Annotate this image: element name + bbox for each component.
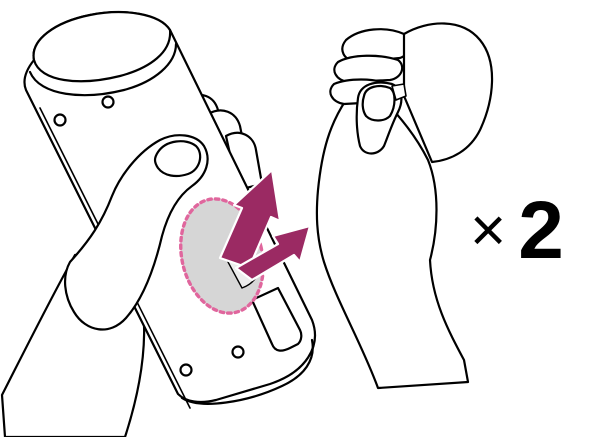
repeat-count: 2 xyxy=(518,190,564,272)
speaker-hole-2 xyxy=(103,97,114,108)
repeat-multiplier: × 2 xyxy=(470,186,564,276)
front-thumbnail xyxy=(155,141,200,176)
multiplier-symbol: × xyxy=(470,200,506,262)
pinching-thumbnail xyxy=(363,86,395,120)
speaker-hole-3 xyxy=(181,365,192,376)
speaker-hole-1 xyxy=(55,115,66,126)
pinching-hand-group xyxy=(317,23,492,388)
pinching-finger-2 xyxy=(334,56,402,82)
speaker-hole-4 xyxy=(233,347,244,358)
